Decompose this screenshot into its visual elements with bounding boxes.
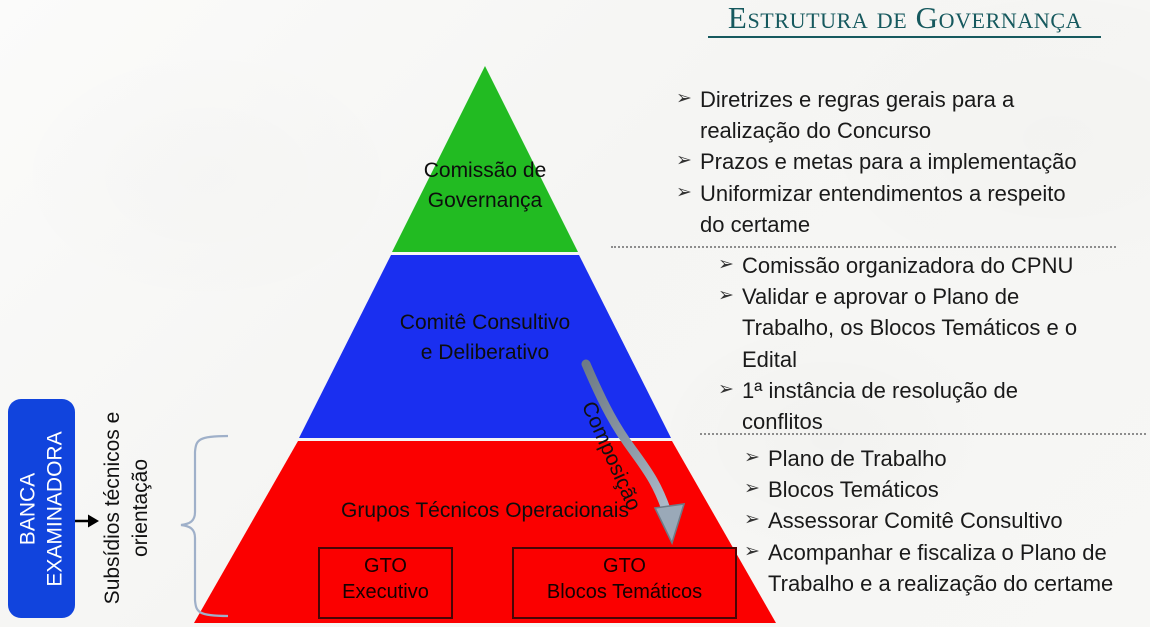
chevron-bullet-icon: ➢ [744, 509, 760, 531]
list-item: ➢ Acompanhar e fiscaliza o Plano de Trab… [744, 537, 1150, 599]
page-title-text: Estrutura de Governança [727, 0, 1083, 35]
list-item-text: Diretrizes e regras gerais para a realiz… [700, 87, 1015, 144]
subsidios-orientacao-label: Subsídios técnicos e orientação [101, 411, 152, 605]
chevron-bullet-icon: ➢ [676, 88, 692, 109]
chevron-bullet-icon: ➢ [744, 540, 760, 562]
separator-rule-1 [611, 246, 1116, 248]
chevron-bullet-icon: ➢ [718, 378, 734, 400]
title-underline [708, 36, 1101, 38]
pyramid-tier-blue-label: Comitê Consultivo e Deliberativo [399, 311, 571, 364]
list-item: ➢ Prazos e metas para a implementação [676, 146, 1150, 177]
chevron-bullet-icon: ➢ [676, 150, 692, 172]
grupos-tecnicos-bullets: ➢ Plano de Trabalho ➢ Blocos Temáticos ➢… [744, 443, 1150, 599]
subsidios-orientacao: Subsídios técnicos e orientação [90, 390, 168, 625]
banca-examinadora-label: BANCA EXAMINADORA [16, 430, 67, 587]
gto-blocos-tematicos-box[interactable]: GTO Blocos Temáticos [512, 547, 737, 619]
list-item-text: Plano de Trabalho [768, 446, 947, 471]
list-item: ➢ Diretrizes e regras gerais para a real… [676, 84, 1150, 146]
chevron-bullet-icon: ➢ [718, 285, 734, 307]
list-item-text: Acompanhar e fiscaliza o Plano de Trabal… [768, 539, 1114, 596]
chevron-bullet-icon: ➢ [744, 478, 760, 500]
list-item-text: Assessorar Comitê Consultivo [768, 508, 1063, 534]
pyramid-tier-red-label: Grupos Técnicos Operacionais [341, 499, 629, 522]
list-item-text: Blocos Temáticos [768, 477, 939, 503]
gto-executivo-box[interactable]: GTO Executivo [318, 547, 453, 619]
separator-rule-2 [700, 433, 1146, 435]
list-item: ➢ Uniformizar entendimentos a respeito d… [676, 178, 1150, 240]
list-item: ➢ Assessorar Comitê Consultivo [744, 505, 1150, 536]
list-item-text: Prazos e metas para a implementação [700, 149, 1077, 175]
banca-examinadora-box[interactable]: BANCA EXAMINADORA [8, 399, 75, 618]
chevron-bullet-icon: ➢ [676, 181, 692, 203]
chevron-bullet-icon: ➢ [718, 254, 734, 275]
list-item: ➢ Validar e aprovar o Plano de Trabalho,… [718, 281, 1150, 375]
page-title: Estrutura de Governança [700, 0, 1110, 38]
list-item-text: Uniformizar entendimentos a respeito do … [700, 180, 1066, 237]
chevron-bullet-icon: ➢ [744, 447, 760, 468]
list-item-text: Comissão organizadora do CPNU [742, 253, 1074, 278]
list-item: ➢ Blocos Temáticos [744, 474, 1150, 505]
list-item-text: 1ª instância de resolução de conflitos [742, 377, 1018, 435]
comite-consultivo-bullets: ➢ Comissão organizadora do CPNU ➢ Valida… [718, 250, 1150, 437]
list-item: ➢ 1ª instância de resolução de conflitos [718, 375, 1150, 437]
governanca-bullets: ➢ Diretrizes e regras gerais para a real… [676, 84, 1150, 240]
list-item: ➢ Comissão organizadora do CPNU [718, 250, 1150, 281]
pyramid-tier-green-label: Comissão de Governança [423, 159, 547, 212]
list-item: ➢ Plano de Trabalho [744, 443, 1150, 474]
list-item-text: Validar e aprovar o Plano de Trabalho, o… [742, 284, 1078, 372]
